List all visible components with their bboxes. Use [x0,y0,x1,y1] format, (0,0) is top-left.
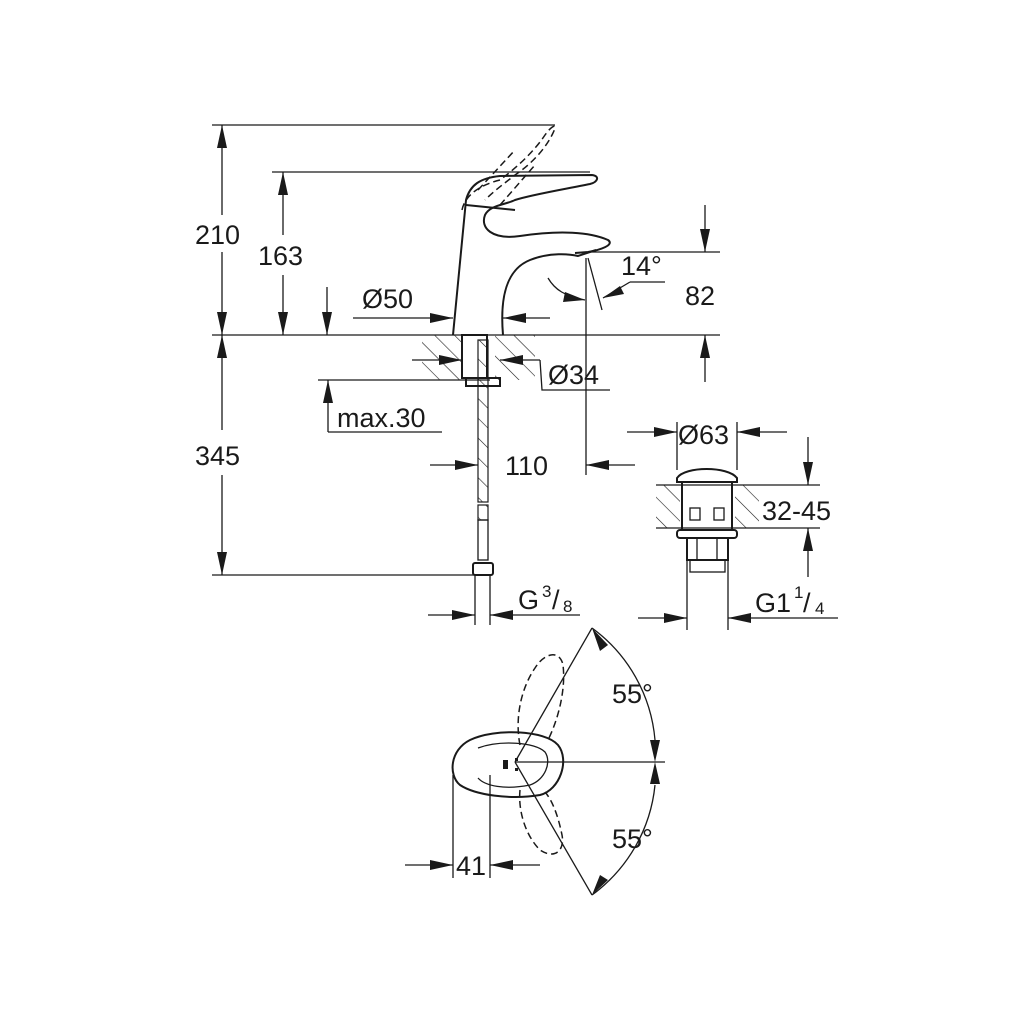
label-110: 110 [505,451,548,481]
dimension-outlet-height: 82 [685,205,715,382]
dimension-lever-width: 41 [405,775,540,881]
top-view-lever [451,627,665,896]
label-thread-denominator: 8 [563,597,572,616]
label-max-30: max.30 [337,403,426,433]
label-diameter-63: Ø63 [678,420,729,450]
label-waste-denominator: 4 [815,599,824,618]
label-55-degrees-top: 55° [612,679,653,709]
label-210: 210 [195,220,240,250]
fraction-slash: / [803,588,811,618]
dimension-max-deck: max.30 [318,379,490,433]
label-82: 82 [685,281,715,311]
faucet-body [452,125,611,336]
label-thread-numerator: 3 [542,582,551,601]
dimension-waste-deck: 32-45 [762,437,831,577]
label-diameter-50: Ø50 [362,284,413,314]
dimension-spout-height: 163 [258,172,332,335]
dimension-hose-length: 345 [195,335,240,575]
label-thread-g: G [518,585,539,615]
label-32-45: 32-45 [762,496,831,526]
dimension-waste-diameter: Ø63 [627,420,787,470]
pop-up-waste [656,468,820,630]
dimension-total-height: 210 [195,125,240,335]
label-41: 41 [456,851,486,881]
label-55-degrees-bottom: 55° [612,824,653,854]
label-diameter-34: Ø34 [548,360,599,390]
label-thread-g1: G1 [755,588,791,618]
reference-lines [212,124,720,576]
dimension-hose-thread: G 3 / 8 [428,582,580,620]
label-163: 163 [258,241,303,271]
deck-section: Ø34 [412,334,610,391]
dimension-spout-angle: 14° [547,251,665,475]
label-14-degrees: 14° [621,251,662,281]
fraction-slash: / [552,585,560,615]
dimension-lever-angles: 55° 55° [591,627,660,896]
label-345: 345 [195,441,240,471]
dimension-waste-thread: G1 1 / 4 [638,583,838,623]
dimension-body-diameter: Ø50 [353,284,550,323]
dimension-spout-reach: 110 [430,451,635,481]
label-waste-numerator: 1 [794,583,803,602]
supply-hose [472,339,494,625]
